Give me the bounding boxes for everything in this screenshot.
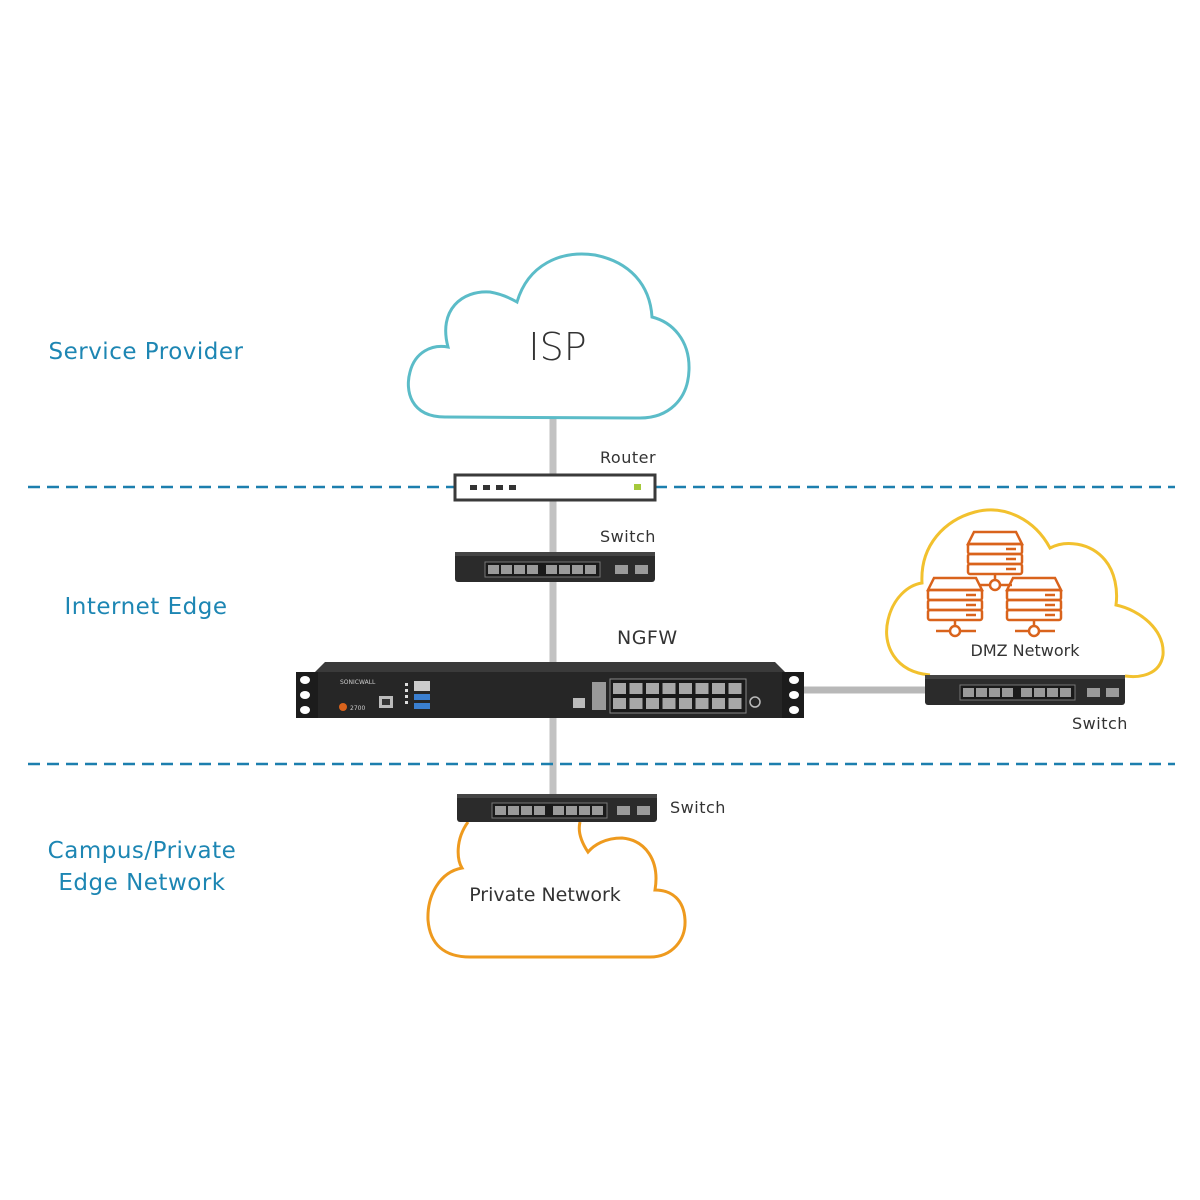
dmz-cloud-label: DMZ Network <box>970 641 1080 660</box>
zone-label-campus-line2: Edge Network <box>58 870 226 896</box>
ngfw-port <box>662 698 676 709</box>
zone-label-internet-edge: Internet Edge <box>64 594 228 620</box>
server-top-icon <box>965 530 1025 592</box>
private-cloud <box>426 821 687 959</box>
ngfw-logo-icon <box>339 703 347 711</box>
switch-dmz-device <box>925 675 1125 705</box>
ngfw-brand: SONICWALL <box>340 679 376 686</box>
ngfw-port <box>613 698 626 709</box>
ngfw-port <box>728 698 742 709</box>
ngfw-port <box>629 698 643 709</box>
zone-label-campus-line1: Campus/Private <box>47 838 237 864</box>
ngfw-port <box>712 698 725 709</box>
switch-internet-device <box>455 552 655 582</box>
switch-internet-label: Switch <box>600 527 656 546</box>
ngfw-device: SONICWALL 2700 <box>296 662 804 718</box>
ngfw-port <box>695 698 709 709</box>
ngfw-port <box>679 683 692 694</box>
server-left-icon <box>925 576 985 638</box>
ngfw-model: 2700 <box>350 705 365 712</box>
switch-private-device <box>457 794 657 822</box>
switch-private-label: Switch <box>670 798 726 817</box>
ngfw-port <box>679 698 692 709</box>
isp-cloud-label: ISP <box>528 325 587 369</box>
router-label: Router <box>600 448 657 467</box>
ngfw-port <box>728 683 742 694</box>
router-device <box>453 473 657 502</box>
zone-label-campus: Campus/Private Edge Network <box>32 835 252 899</box>
ngfw-port <box>613 683 626 694</box>
router-status-led <box>634 484 641 490</box>
private-cloud-label: Private Network <box>469 884 621 906</box>
ngfw-port <box>695 683 709 694</box>
isp-cloud <box>406 252 691 420</box>
ngfw-port <box>662 683 676 694</box>
zone-label-service-provider: Service Provider <box>48 339 244 365</box>
server-right-icon <box>1004 576 1064 638</box>
ngfw-label: NGFW <box>617 627 678 649</box>
ngfw-port <box>646 698 659 709</box>
ngfw-port <box>646 683 659 694</box>
power-button-icon <box>749 696 761 708</box>
ngfw-port <box>712 683 725 694</box>
ngfw-port <box>629 683 643 694</box>
dmz-servers-icon <box>925 530 1064 638</box>
switch-dmz-label: Switch <box>1072 714 1128 733</box>
